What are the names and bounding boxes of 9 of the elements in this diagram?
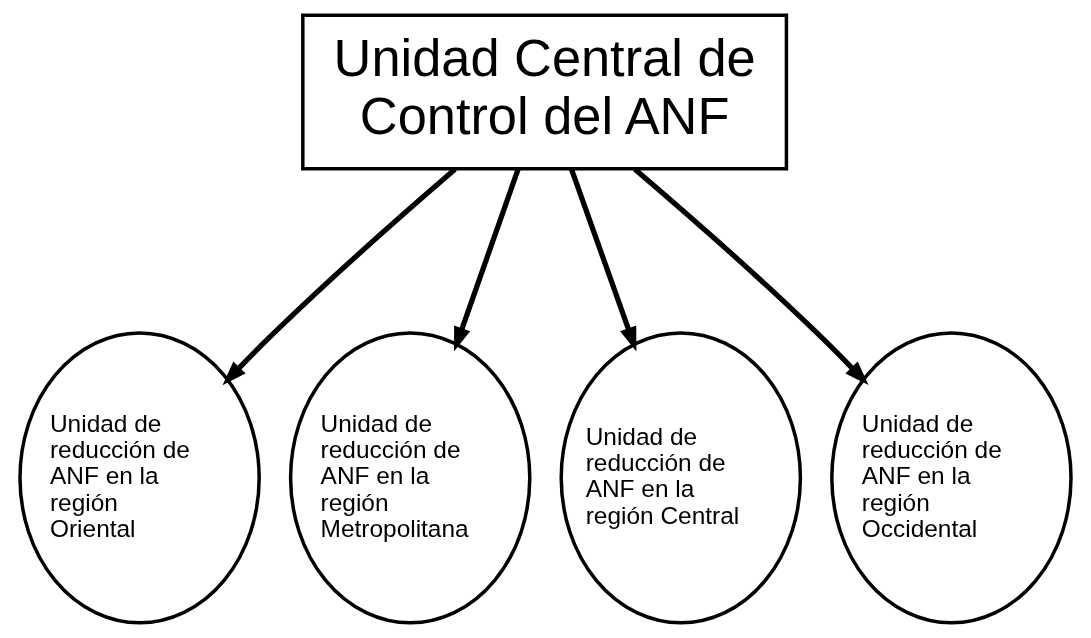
node-ellipse: Unidad de reducción de ANF en la región Central <box>559 331 803 625</box>
arrow <box>633 167 869 386</box>
arrow <box>568 168 637 352</box>
arrow <box>454 168 521 352</box>
node-ellipse: Unidad de reducción de ANF en la región Metropolitana <box>288 331 532 625</box>
node-ellipse: Unidad de reducción de ANF en la región Occidental <box>830 331 1073 625</box>
node-ellipse: Unidad de reducción de ANF en la región Oriental <box>18 331 261 625</box>
node-box: Unidad Central de Control del ANF <box>301 13 789 171</box>
arrow <box>222 167 457 386</box>
